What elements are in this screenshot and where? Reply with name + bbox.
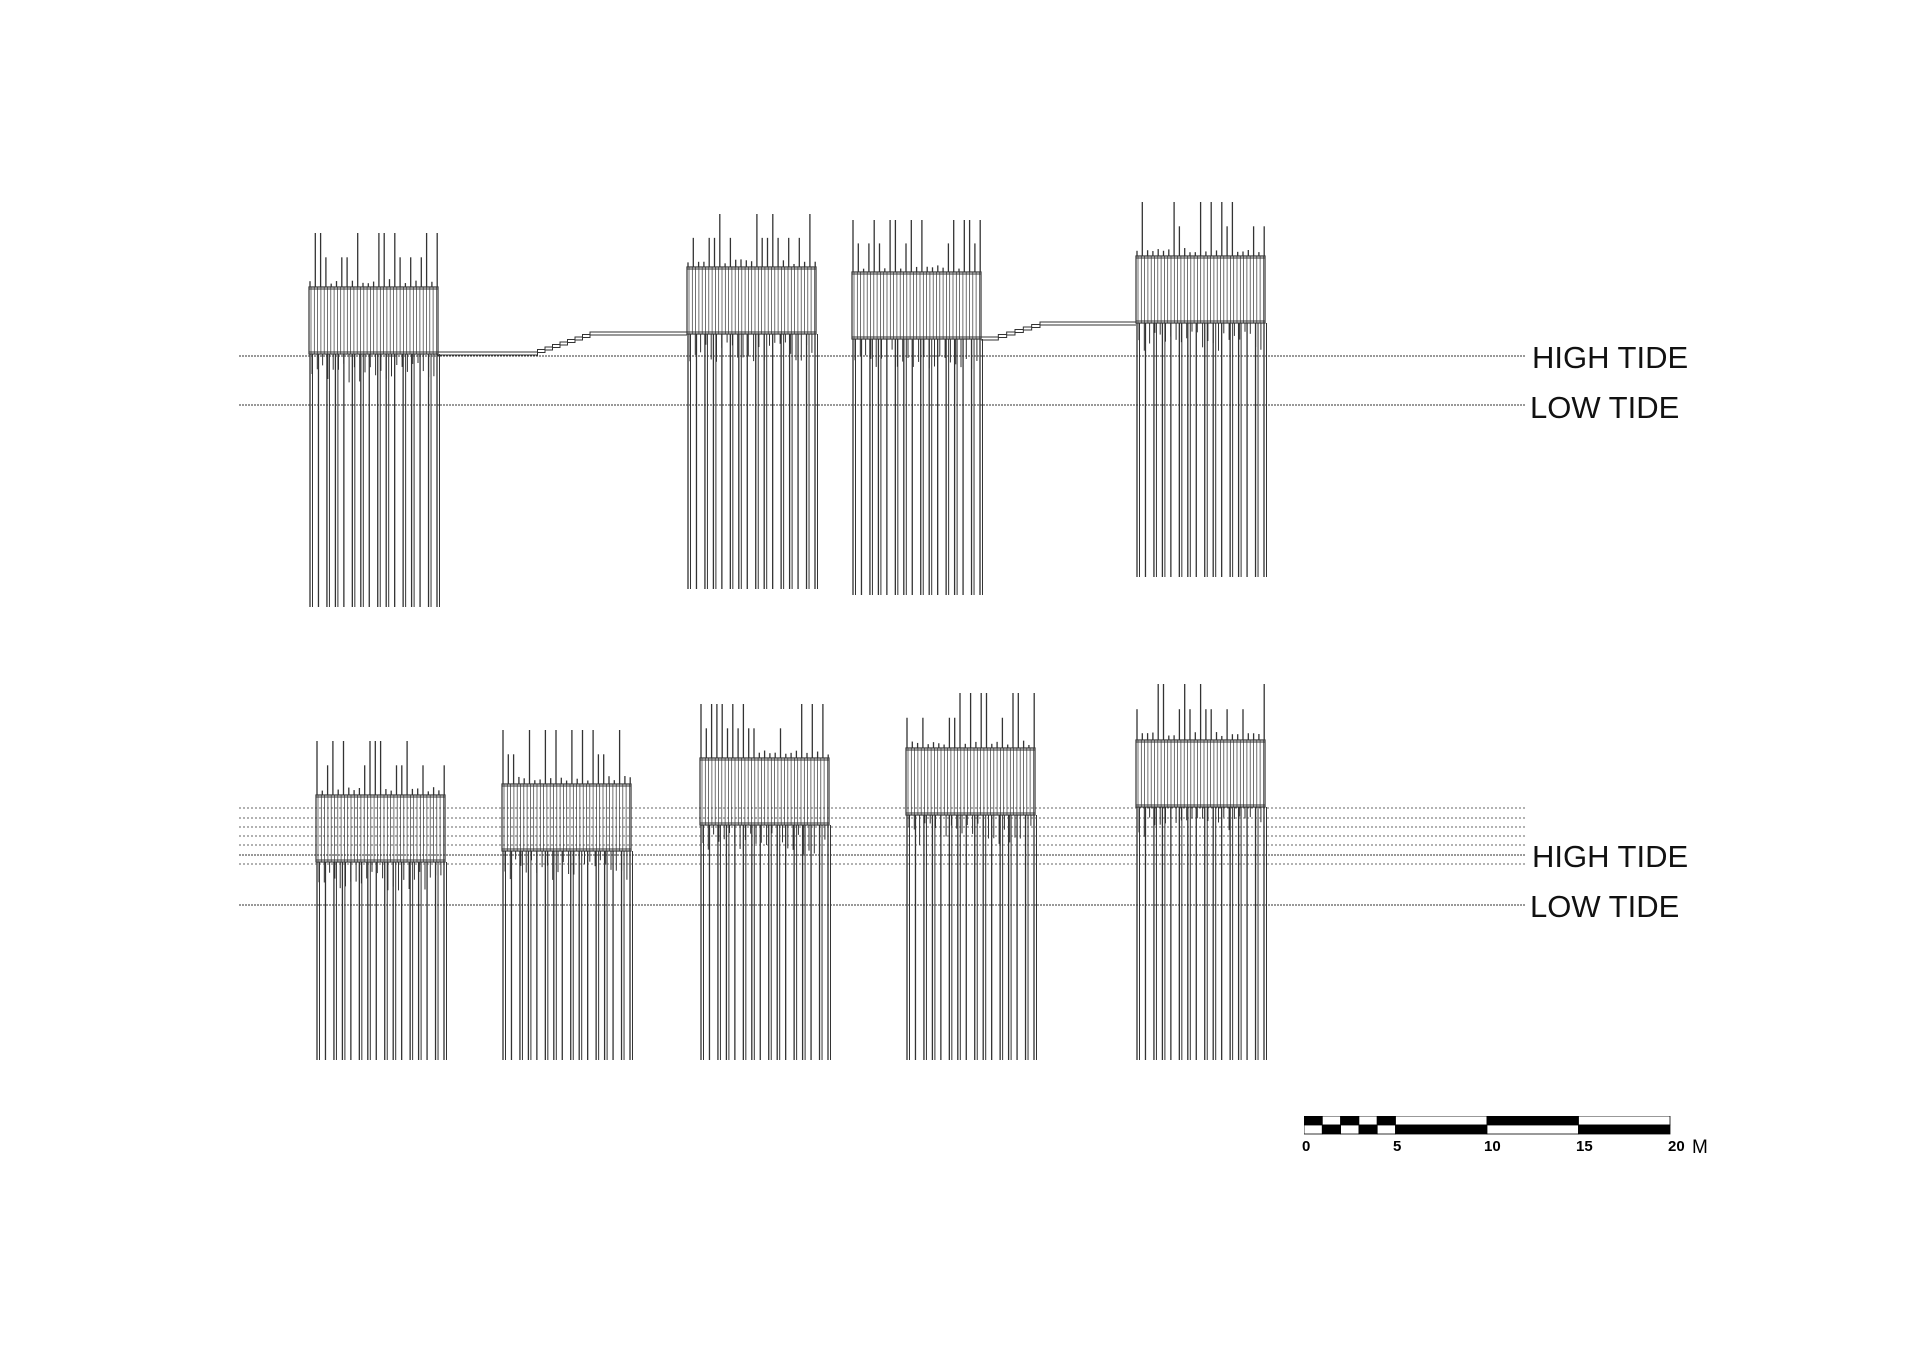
scale-segment (1578, 1116, 1671, 1126)
walkway-1-2-lower (437, 334, 687, 356)
walkway-3-4-lower (981, 324, 1136, 341)
scale-segment (1304, 1116, 1323, 1126)
bottom-platform-5 (1135, 684, 1267, 1060)
scale-bar-graphic (1304, 1116, 1671, 1135)
scale-segment (1358, 1116, 1378, 1126)
scale-segment (1486, 1116, 1579, 1126)
top-low-tide-label: LOW TIDE (1530, 390, 1680, 425)
bottom-platform-3 (699, 704, 831, 1060)
scale-segment (1340, 1124, 1360, 1135)
scale-segment (1358, 1124, 1378, 1135)
bottom-platform-1 (315, 741, 447, 1060)
bottom-high-tide-label: HIGH TIDE (1532, 839, 1689, 874)
top-platform-1 (308, 233, 440, 607)
bottom-low-tide-label: LOW TIDE (1530, 889, 1680, 924)
scale-segment (1340, 1116, 1360, 1126)
scale-tick-5: 5 (1393, 1138, 1402, 1155)
scale-segment (1321, 1124, 1341, 1135)
bottom-platform-4 (905, 693, 1037, 1060)
top-platform-2 (686, 214, 818, 589)
top-platform-4 (1135, 202, 1267, 577)
top-high-tide-label: HIGH TIDE (1532, 340, 1689, 375)
scale-segment (1486, 1124, 1579, 1135)
scale-segment (1395, 1124, 1488, 1135)
scale-segment (1395, 1116, 1488, 1126)
scale-tick-10: 10 (1484, 1138, 1501, 1155)
scale-tick-20: 20 (1668, 1138, 1685, 1155)
top-platform-3 (851, 220, 983, 595)
scale-segment (1304, 1124, 1323, 1135)
walkway-1-2 (437, 331, 687, 353)
scale-tick-15: 15 (1576, 1138, 1593, 1155)
scale-segment (1376, 1124, 1396, 1135)
scale-tick-0: 0 (1302, 1138, 1311, 1155)
walkway-3-4 (981, 321, 1136, 338)
scale-segment (1578, 1124, 1671, 1135)
bottom-platform-2 (501, 730, 633, 1060)
scale-segment (1321, 1116, 1341, 1126)
scale-unit: M (1692, 1137, 1708, 1158)
scale-segment (1376, 1116, 1396, 1126)
